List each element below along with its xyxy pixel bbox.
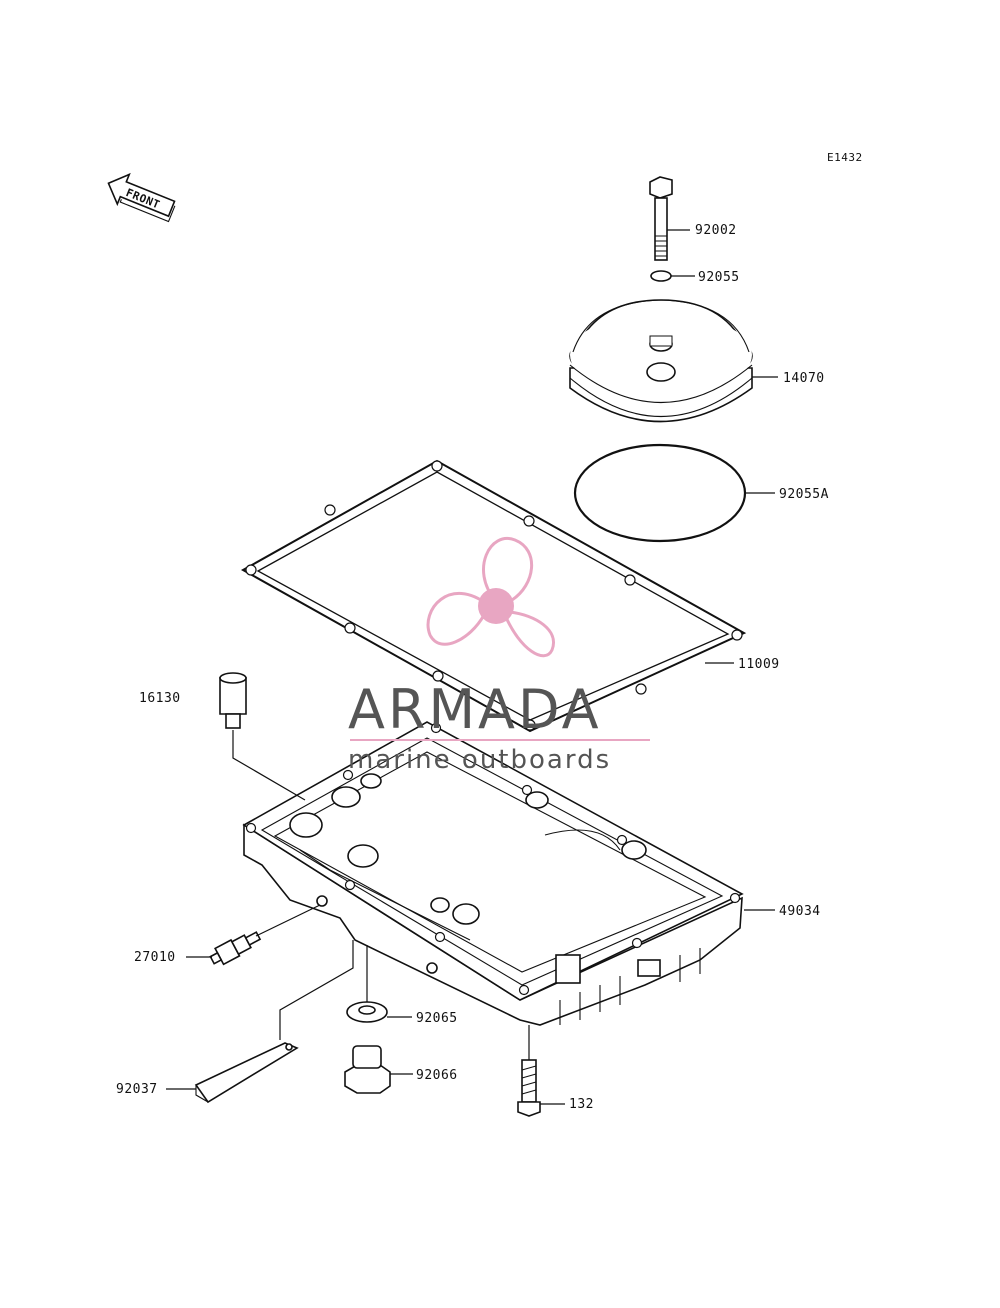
fitting-16130 bbox=[219, 672, 247, 729]
gasket-11009 bbox=[240, 459, 747, 733]
callout-27010: 27010 bbox=[134, 950, 176, 965]
callout-92065: 92065 bbox=[416, 1011, 458, 1026]
front-arrow-icon: FRONT bbox=[107, 172, 176, 223]
figure-code: E1432 bbox=[827, 151, 863, 164]
switch-27010 bbox=[209, 931, 262, 966]
propeller-logo-icon bbox=[426, 536, 555, 658]
bolt-92002 bbox=[649, 176, 673, 261]
watermark: ARMADA marine outboards bbox=[348, 536, 650, 775]
o-ring-92055 bbox=[650, 270, 672, 282]
callout-92066: 92066 bbox=[416, 1068, 458, 1083]
callout-16130: 16130 bbox=[139, 691, 181, 706]
leader-lines bbox=[166, 229, 778, 1105]
callout-92037: 92037 bbox=[116, 1082, 158, 1097]
watermark-tagline: marine outboards bbox=[348, 745, 611, 775]
washer-92065 bbox=[346, 1001, 388, 1023]
oil-pan-49034 bbox=[242, 721, 744, 1026]
bolt-132 bbox=[517, 1059, 541, 1117]
callout-92002: 92002 bbox=[695, 223, 737, 238]
callout-132: 132 bbox=[569, 1097, 594, 1112]
callout-11009: 11009 bbox=[738, 657, 780, 672]
drain-plug-92066 bbox=[344, 1045, 391, 1094]
watermark-brand: ARMADA bbox=[348, 678, 602, 741]
bracket-92037 bbox=[194, 1042, 299, 1104]
cover-14070 bbox=[569, 299, 753, 423]
callout-49034: 49034 bbox=[779, 904, 821, 919]
callout-14070: 14070 bbox=[783, 371, 825, 386]
o-ring-92055A bbox=[573, 443, 747, 543]
callout-92055: 92055 bbox=[698, 270, 740, 285]
callout-92055A: 92055A bbox=[779, 487, 829, 502]
